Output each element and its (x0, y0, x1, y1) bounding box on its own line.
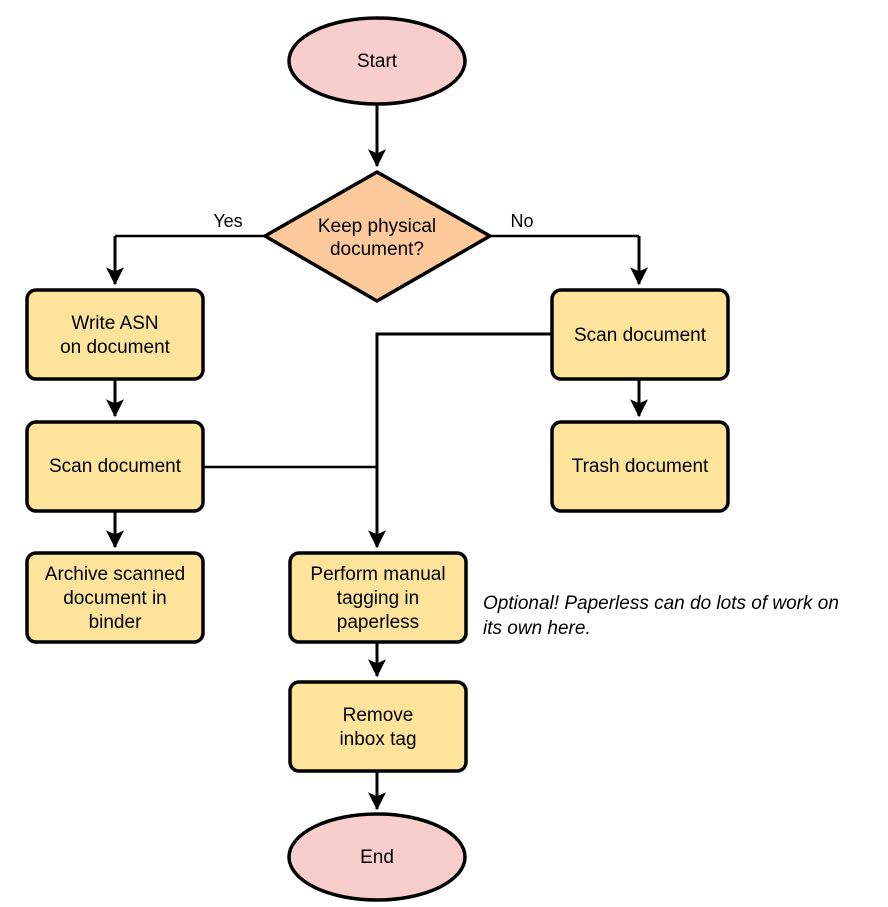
scan-document-left-box-shape (25, 420, 205, 513)
edge-scan-right-to-tagging (368, 332, 552, 549)
node-perform-manual-tagging[interactable]: Perform manual tagging in paperless (288, 551, 468, 644)
scan-document-left-label: Scan document (49, 456, 182, 477)
remove-inbox-label-line2: inbox tag (339, 729, 416, 750)
tagging-box-shape (288, 551, 468, 644)
node-scan-document-right[interactable]: Scan document (550, 288, 730, 381)
decision-label-line1: Keep physical (318, 216, 436, 237)
remove-inbox-box-shape (288, 680, 468, 773)
note-line1: Optional! Paperless can do lots of work … (483, 593, 839, 614)
node-write-asn-on-document[interactable]: Write ASN on document (25, 288, 205, 381)
archive-box-shape (25, 551, 205, 644)
note-line2: its own here. (483, 618, 591, 639)
write-asn-box-shape (25, 288, 205, 381)
decision-diamond-shape (263, 170, 492, 303)
node-start[interactable]: Start (287, 16, 467, 106)
archive-label-line3: binder (89, 612, 142, 633)
archive-label-line1: Archive scanned (45, 564, 185, 585)
write-asn-label-line2: on document (60, 337, 171, 358)
note-optional-paperless: Optional! Paperless can do lots of work … (483, 593, 839, 639)
end-ellipse-shape (287, 812, 467, 902)
trash-document-label: Trash document (572, 456, 709, 477)
write-asn-label-line1: Write ASN (71, 313, 158, 334)
tagging-label-line2: tagging in (337, 588, 419, 609)
node-remove-inbox-tag[interactable]: Remove inbox tag (288, 680, 468, 773)
start-label: Start (357, 51, 398, 72)
scan-document-right-label: Scan document (574, 325, 707, 346)
tagging-label-line3: paperless (337, 612, 419, 633)
remove-inbox-label-line1: Remove (343, 705, 414, 726)
node-trash-document[interactable]: Trash document (550, 420, 730, 513)
scan-document-right-box-shape (550, 288, 730, 381)
node-archive-scanned-document[interactable]: Archive scanned document in binder (25, 551, 205, 644)
node-scan-document-left[interactable]: Scan document (25, 420, 205, 513)
edge-label-yes: Yes (213, 211, 242, 231)
edge-label-no: No (510, 211, 533, 231)
archive-label-line2: document in (63, 588, 167, 609)
node-end[interactable]: End (287, 812, 467, 902)
decision-label-line2: document? (330, 239, 424, 260)
start-ellipse-shape (287, 16, 467, 106)
node-decision-keep-physical-document[interactable]: Keep physical document? (263, 170, 492, 303)
tagging-label-line1: Perform manual (310, 564, 445, 585)
end-label: End (360, 847, 394, 868)
trash-document-box-shape (550, 420, 730, 513)
